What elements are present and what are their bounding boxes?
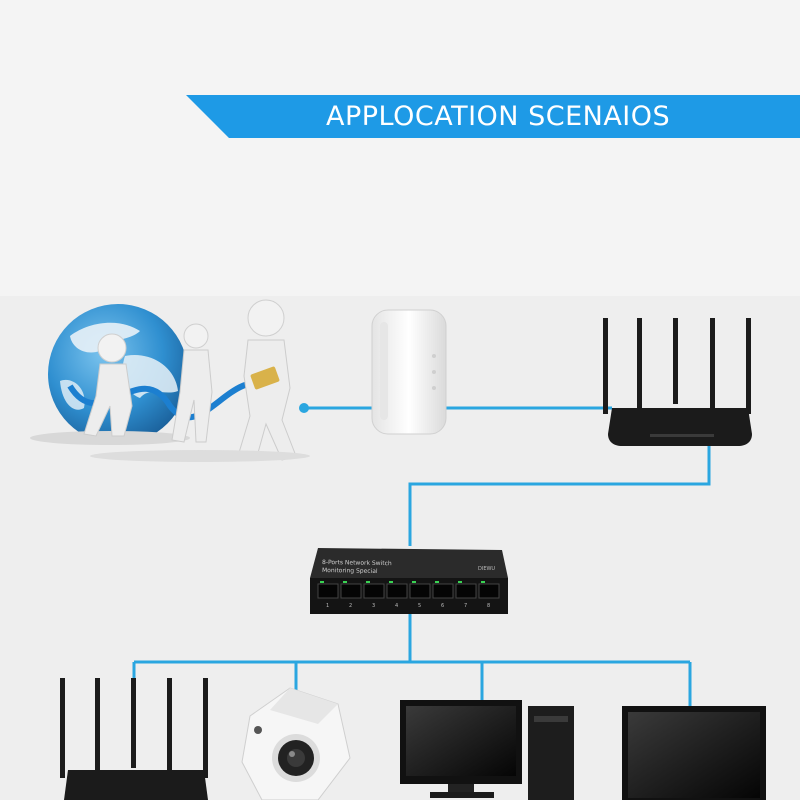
header-area: APPLOCATION SCENAIOS — [0, 0, 800, 296]
connection-lines — [132, 406, 711, 706]
switch-label-line1: 8-Ports Network Switch — [322, 559, 392, 567]
port-number: 2 — [349, 603, 352, 609]
diagram-canvas: 8-Ports Network Switch Monitoring Specia… — [30, 299, 766, 800]
monitor-icon — [622, 706, 766, 800]
network-switch-icon: 8-Ports Network Switch Monitoring Specia… — [310, 548, 508, 614]
title-banner: APPLOCATION SCENAIOS — [186, 95, 800, 138]
modem-icon — [371, 309, 447, 435]
switch-brand: DIEWU — [478, 566, 495, 572]
banner-title: APPLOCATION SCENAIOS — [326, 101, 671, 132]
router-icon — [603, 318, 752, 446]
port-number: 1 — [326, 603, 329, 609]
network-diagram: 8-Ports Network Switch Monitoring Specia… — [0, 296, 800, 800]
router-icon — [60, 678, 208, 800]
connection-dot — [299, 403, 309, 413]
switch-port-numbers: 1 2 3 4 5 6 7 8 — [326, 603, 490, 609]
port-number: 5 — [418, 603, 421, 609]
switch-ports — [317, 581, 500, 599]
desktop-computer-icon — [400, 700, 574, 800]
people-pulling-cable-icon — [67, 299, 310, 462]
fisheye-camera-icon — [241, 687, 351, 800]
port-number: 8 — [487, 603, 490, 609]
line-router-switch — [408, 446, 711, 546]
port-number: 4 — [395, 603, 398, 609]
port-number: 7 — [464, 603, 467, 609]
port-number: 6 — [441, 603, 444, 609]
switch-label-line2: Monitoring Special — [322, 567, 378, 575]
port-number: 3 — [372, 603, 375, 609]
